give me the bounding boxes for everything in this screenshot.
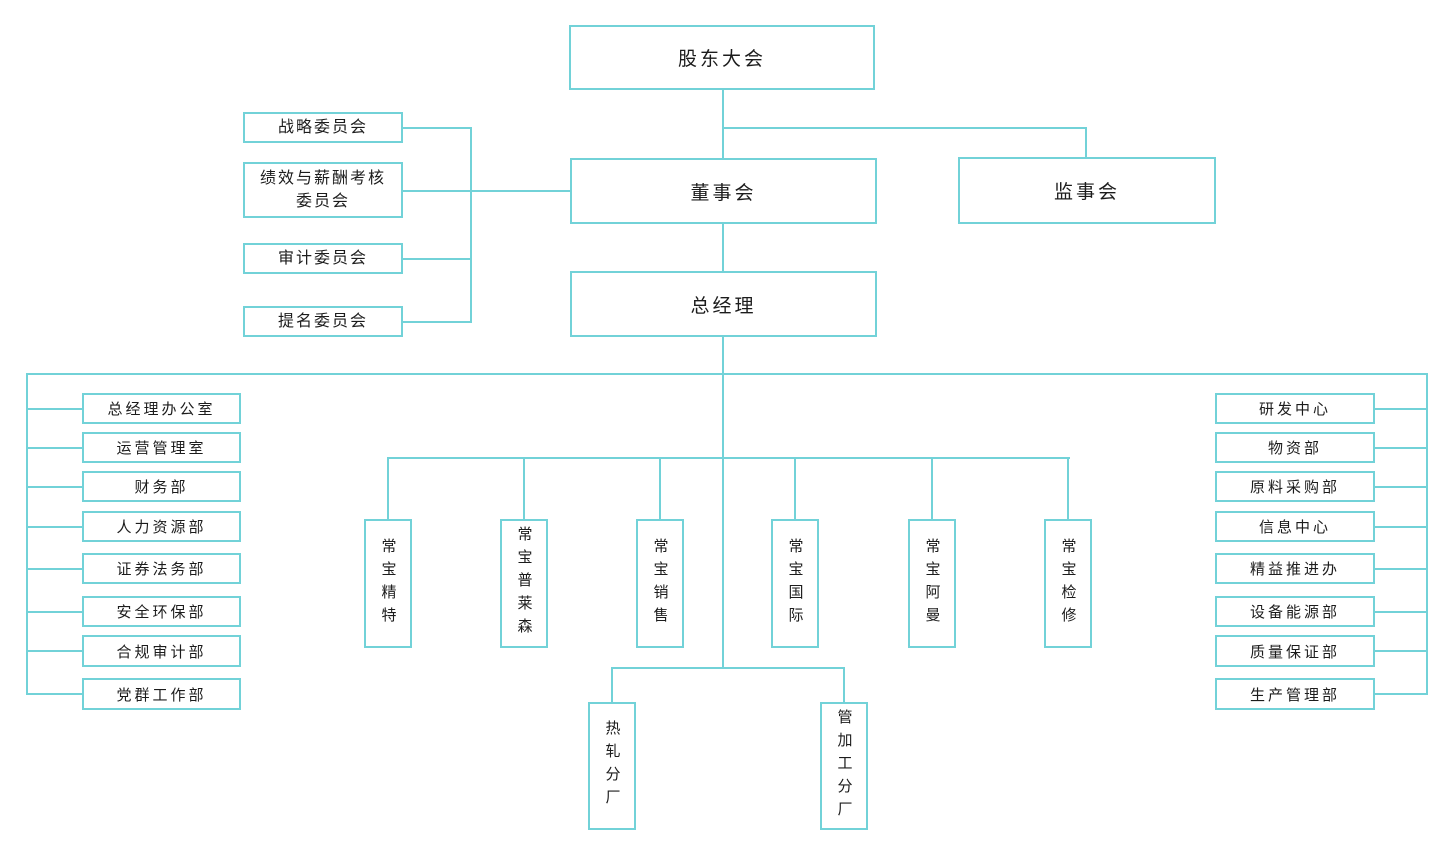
connector-line xyxy=(26,486,82,488)
node-committee-performance-compensation: 绩效与薪酬考核 委员会 xyxy=(243,162,403,218)
node-general-manager: 总经理 xyxy=(570,271,877,337)
connector-line xyxy=(26,373,1428,375)
node-changbao-maintenance: 常宝检修 xyxy=(1044,519,1092,648)
node-human-resources: 人力资源部 xyxy=(82,511,241,542)
connector-line xyxy=(523,457,525,519)
connector-line xyxy=(1085,127,1087,159)
node-materials: 物资部 xyxy=(1215,432,1375,463)
connector-line xyxy=(26,526,82,528)
node-changbao-sales: 常宝销售 xyxy=(636,519,684,648)
node-changbao-oman: 常宝阿曼 xyxy=(908,519,956,648)
node-information-center: 信息中心 xyxy=(1215,511,1375,542)
connector-line xyxy=(1375,611,1428,613)
node-equipment-energy: 设备能源部 xyxy=(1215,596,1375,627)
node-lean-promotion: 精益推进办 xyxy=(1215,553,1375,584)
connector-line xyxy=(1375,486,1428,488)
connector-line xyxy=(26,408,82,410)
connector-line xyxy=(403,190,570,192)
connector-line xyxy=(611,667,845,669)
node-committee-strategy: 战略委员会 xyxy=(243,112,403,143)
connector-line xyxy=(1375,526,1428,528)
node-hot-rolling-plant: 热轧分厂 xyxy=(588,702,636,830)
node-pipe-processing-plant: 管加工分厂 xyxy=(820,702,868,830)
connector-line xyxy=(722,127,1087,129)
node-committee-audit: 审计委员会 xyxy=(243,243,403,274)
node-quality-assurance: 质量保证部 xyxy=(1215,635,1375,667)
connector-line xyxy=(659,457,661,519)
connector-line xyxy=(26,373,28,694)
connector-line xyxy=(1375,447,1428,449)
node-supervisory-board: 监事会 xyxy=(958,157,1216,224)
node-gm-office: 总经理办公室 xyxy=(82,393,241,424)
node-compliance-audit: 合规审计部 xyxy=(82,635,241,667)
connector-line xyxy=(1375,408,1428,410)
connector-line xyxy=(722,223,724,271)
node-shareholders-meeting: 股东大会 xyxy=(569,25,875,90)
node-committee-nomination: 提名委员会 xyxy=(243,306,403,337)
node-changbao-international: 常宝国际 xyxy=(771,519,819,648)
node-rd-center: 研发中心 xyxy=(1215,393,1375,424)
connector-line xyxy=(931,457,933,519)
connector-line xyxy=(387,457,389,519)
connector-line xyxy=(26,650,82,652)
connector-line xyxy=(1375,568,1428,570)
connector-line xyxy=(1375,650,1428,652)
node-board-of-directors: 董事会 xyxy=(570,158,877,224)
connector-line xyxy=(26,611,82,613)
node-production-management: 生产管理部 xyxy=(1215,678,1375,710)
node-party-mass-work: 党群工作部 xyxy=(82,678,241,710)
connector-line xyxy=(722,90,724,158)
node-raw-material-procurement: 原料采购部 xyxy=(1215,471,1375,502)
connector-line xyxy=(403,321,472,323)
connector-line xyxy=(794,457,796,519)
connector-line xyxy=(26,447,82,449)
connector-line xyxy=(722,337,724,668)
connector-line xyxy=(470,127,472,323)
connector-line xyxy=(1067,457,1069,519)
connector-line xyxy=(1375,693,1428,695)
connector-line xyxy=(1426,373,1428,694)
connector-line xyxy=(26,693,82,695)
node-safety-environment: 安全环保部 xyxy=(82,596,241,627)
connector-line xyxy=(26,568,82,570)
node-operations-management: 运营管理室 xyxy=(82,432,241,463)
connector-line xyxy=(403,258,472,260)
connector-line xyxy=(403,127,472,129)
node-changbao-jingte: 常宝精特 xyxy=(364,519,412,648)
connector-line xyxy=(843,667,845,703)
connector-line xyxy=(611,667,613,703)
node-changbao-pulaisen: 常宝普莱森 xyxy=(500,519,548,648)
node-finance: 财务部 xyxy=(82,471,241,502)
connector-line xyxy=(387,457,1070,459)
node-securities-legal: 证券法务部 xyxy=(82,553,241,584)
